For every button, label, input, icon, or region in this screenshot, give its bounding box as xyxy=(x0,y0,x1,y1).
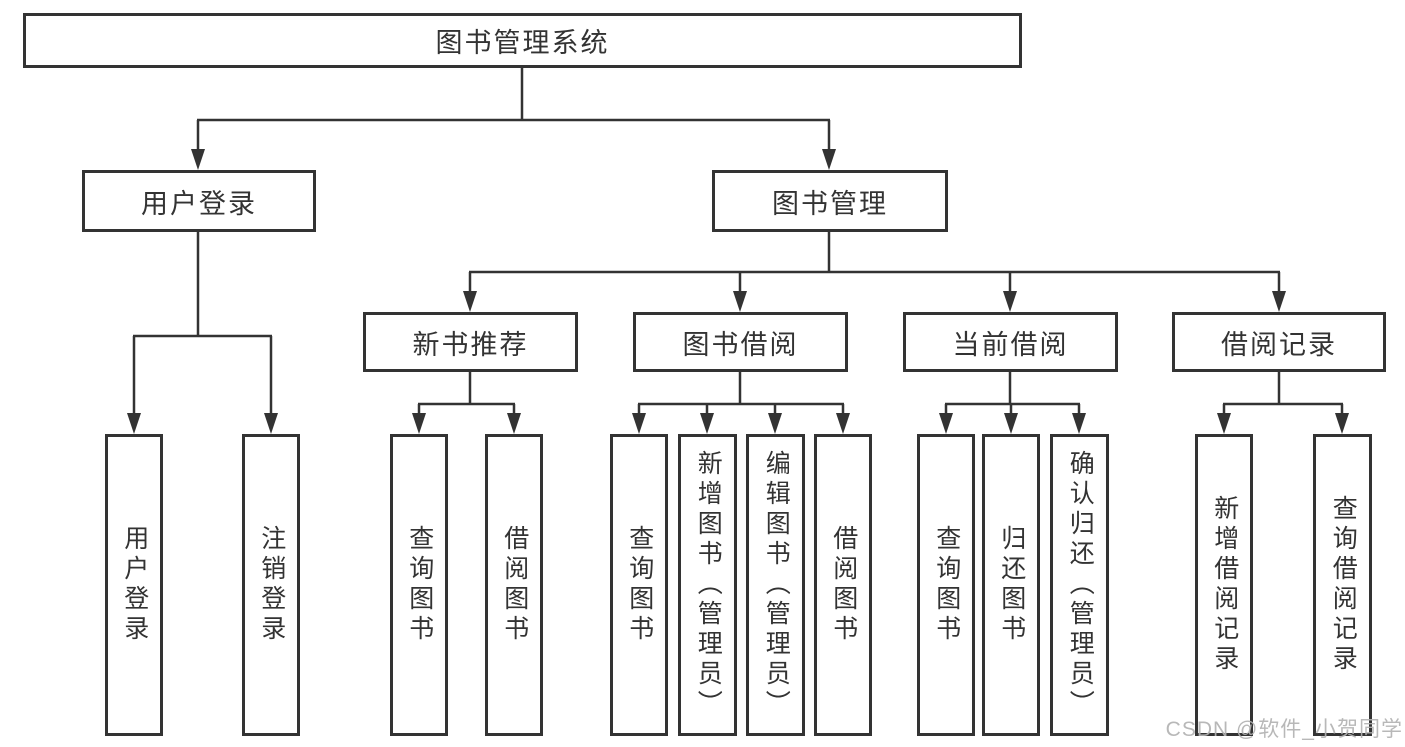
leaf-user-login-label: 用户登录 xyxy=(120,525,149,645)
node-user-login-label: 用户登录 xyxy=(141,188,257,219)
leaf-rec-borrow-books-label: 借阅图书 xyxy=(500,525,529,645)
leaf-bb-query-books: 查询图书 xyxy=(610,434,668,736)
node-book-borrow: 图书借阅 xyxy=(633,312,848,372)
node-book-borrow-label: 图书借阅 xyxy=(682,329,799,360)
node-root-label: 图书管理系统 xyxy=(435,28,610,58)
leaf-bb-add-books-admin-label: 新增图书（管理员） xyxy=(694,450,723,720)
leaf-cb-return-books: 归还图书 xyxy=(982,434,1040,736)
leaf-bb-edit-books-admin: 编辑图书（管理员） xyxy=(746,434,805,736)
leaf-cb-confirm-return-admin: 确认归还（管理员） xyxy=(1050,434,1109,736)
leaf-rec-query-books: 查询图书 xyxy=(390,434,448,736)
node-book-management-label: 图书管理 xyxy=(772,188,888,219)
leaf-cb-return-books-label: 归还图书 xyxy=(997,525,1026,645)
connector-book-borrow-to-leaves xyxy=(632,372,850,434)
watermark: CSDN @软件_小贺同学 xyxy=(1165,718,1403,741)
node-current-borrow-label: 当前借阅 xyxy=(952,329,1069,360)
leaf-bb-borrow-books: 借阅图书 xyxy=(814,434,872,736)
node-borrow-records-label: 借阅记录 xyxy=(1221,329,1337,360)
connector-current-borrow-to-leaves xyxy=(939,372,1086,434)
leaf-rec-borrow-books: 借阅图书 xyxy=(485,434,543,736)
leaf-bb-query-books-label: 查询图书 xyxy=(625,525,654,645)
leaf-br-add-record: 新增借阅记录 xyxy=(1195,434,1253,736)
leaf-br-add-record-label: 新增借阅记录 xyxy=(1210,495,1239,675)
leaf-user-login: 用户登录 xyxy=(105,434,163,736)
node-user-login: 用户登录 xyxy=(82,170,316,232)
node-new-book-recommend-label: 新书推荐 xyxy=(412,329,529,360)
leaf-cb-confirm-return-admin-label: 确认归还（管理员） xyxy=(1066,450,1095,720)
node-borrow-records: 借阅记录 xyxy=(1172,312,1386,372)
leaf-logout: 注销登录 xyxy=(242,434,300,736)
connector-borrow-records-to-leaves xyxy=(1217,372,1349,434)
leaf-logout-label: 注销登录 xyxy=(257,525,286,645)
leaf-cb-query-books: 查询图书 xyxy=(917,434,975,736)
connector-root-to-level2 xyxy=(191,68,836,170)
leaf-cb-query-books-label: 查询图书 xyxy=(932,525,961,645)
node-new-book-recommend: 新书推荐 xyxy=(363,312,578,372)
leaf-br-query-record-label: 查询借阅记录 xyxy=(1329,495,1358,675)
node-root: 图书管理系统 xyxy=(23,13,1022,68)
node-book-management: 图书管理 xyxy=(712,170,948,232)
connector-book-management-to-groups xyxy=(463,232,1286,312)
leaf-bb-borrow-books-label: 借阅图书 xyxy=(829,525,858,645)
leaf-br-query-record: 查询借阅记录 xyxy=(1313,434,1372,736)
connector-user-login-to-leaves xyxy=(127,232,278,434)
connector-new-book-rec-to-leaves xyxy=(412,372,521,434)
leaf-bb-add-books-admin: 新增图书（管理员） xyxy=(678,434,737,736)
leaf-rec-query-books-label: 查询图书 xyxy=(405,525,434,645)
leaf-bb-edit-books-admin-label: 编辑图书（管理员） xyxy=(762,450,791,720)
node-current-borrow: 当前借阅 xyxy=(903,312,1118,372)
